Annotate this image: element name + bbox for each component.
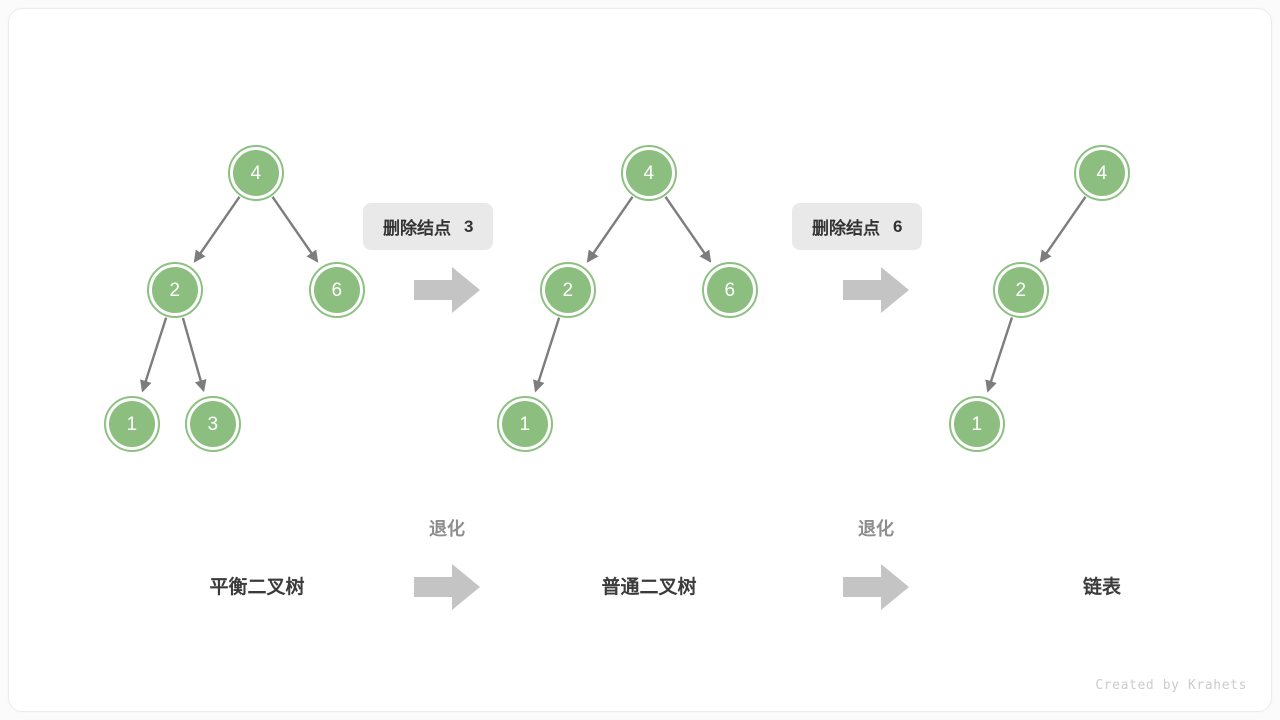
transition-arrow-icon-transition-2 [843, 265, 909, 315]
tree-edge [1039, 196, 1087, 263]
tree-node-label: 6 [707, 267, 753, 313]
tree-node-label: 2 [998, 267, 1044, 313]
tree-node-label: 4 [1079, 150, 1125, 196]
tree-node: 2 [540, 262, 596, 318]
edge-group [140, 196, 1087, 393]
transition-arrow-icon-transition-1 [414, 265, 480, 315]
badge-transition-1: 删除结点 3 [363, 203, 494, 250]
tree-node-label: 6 [314, 267, 360, 313]
tree-edge [533, 317, 561, 393]
watermark: Created by Krahets [1095, 678, 1247, 693]
tree-edge [193, 196, 241, 263]
stage-caption-stage-balanced: 平衡二叉树 [209, 577, 305, 598]
tree-node-label: 4 [233, 150, 279, 196]
tree-edge [664, 196, 712, 263]
tree-node: 1 [949, 396, 1005, 452]
degrade-arrow-icon-transition-2 [843, 562, 909, 612]
badge-value: 6 [893, 216, 903, 236]
degrade-label-transition-2: 退化 [858, 519, 894, 539]
badge-label: 删除结点 [383, 219, 451, 238]
tree-edges-layer [140, 196, 1087, 393]
tree-node: 4 [1074, 145, 1130, 201]
tree-node: 2 [993, 262, 1049, 318]
tree-node-label: 2 [545, 267, 591, 313]
degrade-label-transition-1: 退化 [429, 519, 465, 539]
tree-node: 4 [621, 145, 677, 201]
tree-node-label: 1 [502, 401, 548, 447]
tree-node-label: 1 [109, 401, 155, 447]
stage-caption-stage-linkedlist: 链表 [1082, 577, 1122, 598]
tree-node-label: 3 [190, 401, 236, 447]
tree-node: 6 [702, 262, 758, 318]
badge-label: 删除结点 [812, 219, 880, 238]
tree-node-label: 4 [626, 150, 672, 196]
badge-value: 3 [464, 216, 474, 236]
tree-node: 2 [147, 262, 203, 318]
tree-edge [181, 317, 207, 393]
tree-node-label: 2 [152, 267, 198, 313]
tree-edge [140, 317, 168, 393]
tree-node: 1 [104, 396, 160, 452]
tree-edge [271, 196, 319, 263]
tree-edge [985, 317, 1014, 393]
tree-edge [586, 196, 634, 263]
tree-node-label: 1 [954, 401, 1000, 447]
tree-node: 1 [497, 396, 553, 452]
stage-caption-stage-ordinary: 普通二叉树 [601, 577, 697, 598]
tree-node: 3 [185, 396, 241, 452]
tree-node: 4 [228, 145, 284, 201]
degrade-arrow-icon-transition-1 [414, 562, 480, 612]
badge-transition-2: 删除结点 6 [792, 203, 923, 250]
tree-node: 6 [309, 262, 365, 318]
